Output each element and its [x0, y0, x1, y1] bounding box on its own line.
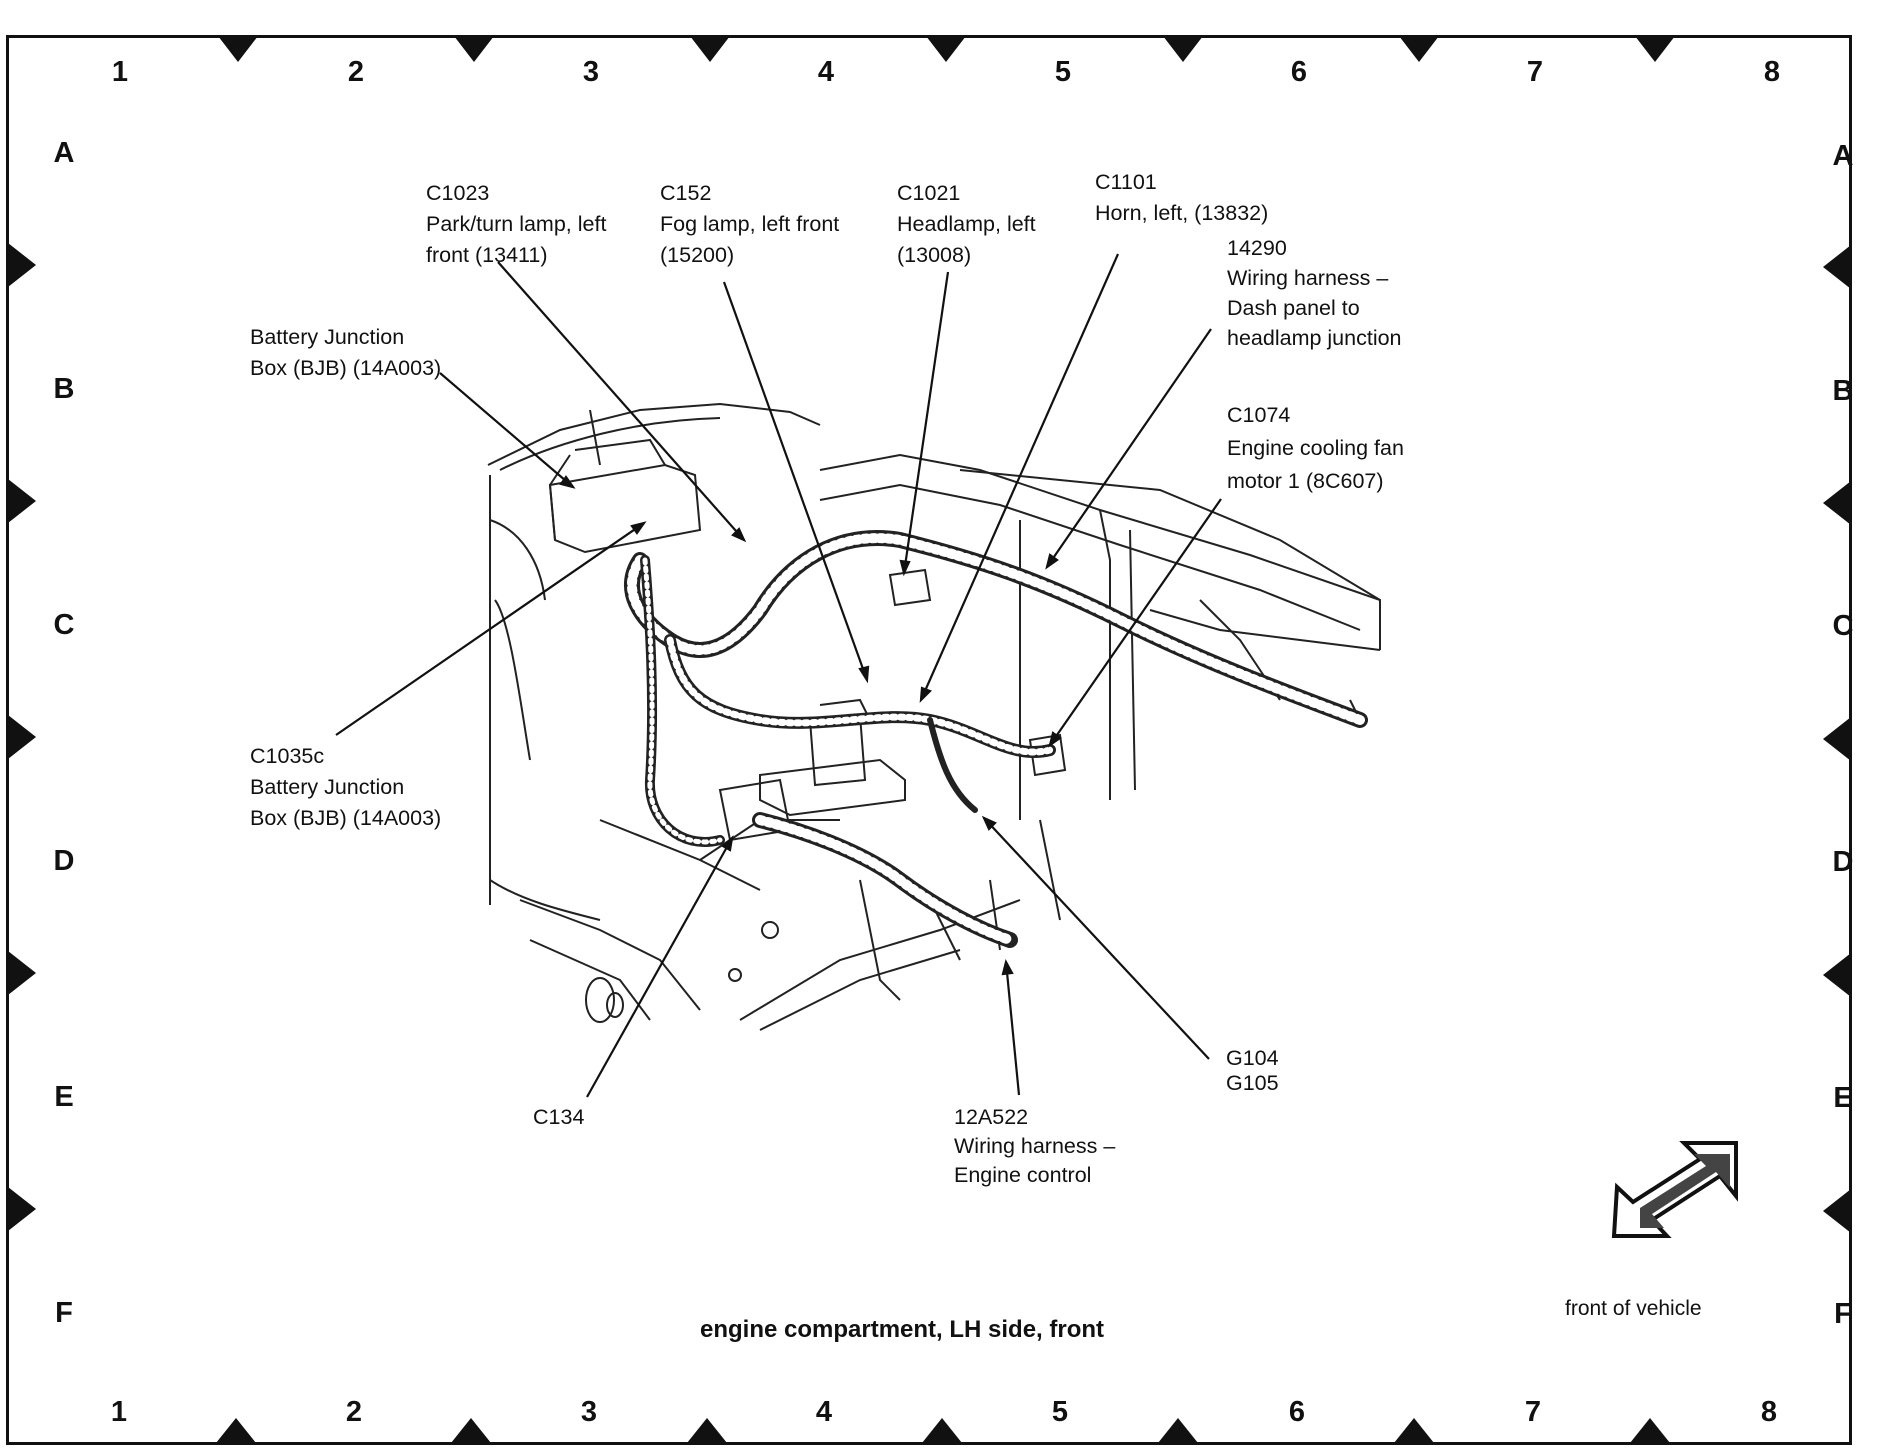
front-of-vehicle-label: front of vehicle: [1565, 1297, 1702, 1320]
label-c134: C134: [533, 1105, 585, 1129]
grid-letter-left-B: B: [53, 373, 75, 405]
grid-number-bottom-1: 1: [110, 1396, 128, 1428]
grid-letter-right-C: C: [1832, 610, 1854, 642]
grid-number-bottom-7: 7: [1524, 1396, 1542, 1428]
grid-number-bottom-4: 4: [815, 1396, 833, 1428]
front-of-vehicle-arrow: [1611, 1141, 1738, 1238]
grid-number-bottom-3: 3: [580, 1396, 598, 1428]
grid-letter-right-A: A: [1832, 140, 1854, 172]
grid-letter-right-F: F: [1834, 1298, 1852, 1330]
diagram-caption: engine compartment, LH side, front: [700, 1316, 1105, 1343]
engine-compartment-drawing: [487, 402, 1381, 1031]
grid-number-top-7: 7: [1526, 56, 1544, 88]
grid-number-top-1: 1: [111, 56, 129, 88]
grid-number-top-4: 4: [817, 56, 835, 88]
grid-letter-left-C: C: [53, 609, 75, 641]
grid-letter-left-D: D: [53, 845, 75, 877]
grid-number-bottom-8: 8: [1760, 1396, 1778, 1428]
grid-letter-left-E: E: [54, 1081, 74, 1113]
grid-number-top-2: 2: [347, 56, 365, 88]
grid-number-bottom-5: 5: [1051, 1396, 1069, 1428]
grid-letter-right-E: E: [1833, 1082, 1853, 1114]
wiring-harness-drawing: [623, 530, 1368, 948]
grid-number-top-5: 5: [1054, 56, 1072, 88]
grid-number-top-6: 6: [1290, 56, 1308, 88]
grid-number-top-8: 8: [1763, 56, 1781, 88]
grid-letter-right-B: B: [1832, 375, 1854, 407]
grid-number-top-3: 3: [582, 56, 600, 88]
grid-letter-left-A: A: [53, 137, 75, 169]
grid-letter-left-F: F: [55, 1297, 73, 1329]
grid-letter-right-D: D: [1832, 846, 1854, 878]
border-markers: [8, 36, 1851, 1443]
grid-number-bottom-6: 6: [1288, 1396, 1306, 1428]
leader-lines: [335, 253, 1222, 1098]
grid-number-bottom-2: 2: [345, 1396, 363, 1428]
